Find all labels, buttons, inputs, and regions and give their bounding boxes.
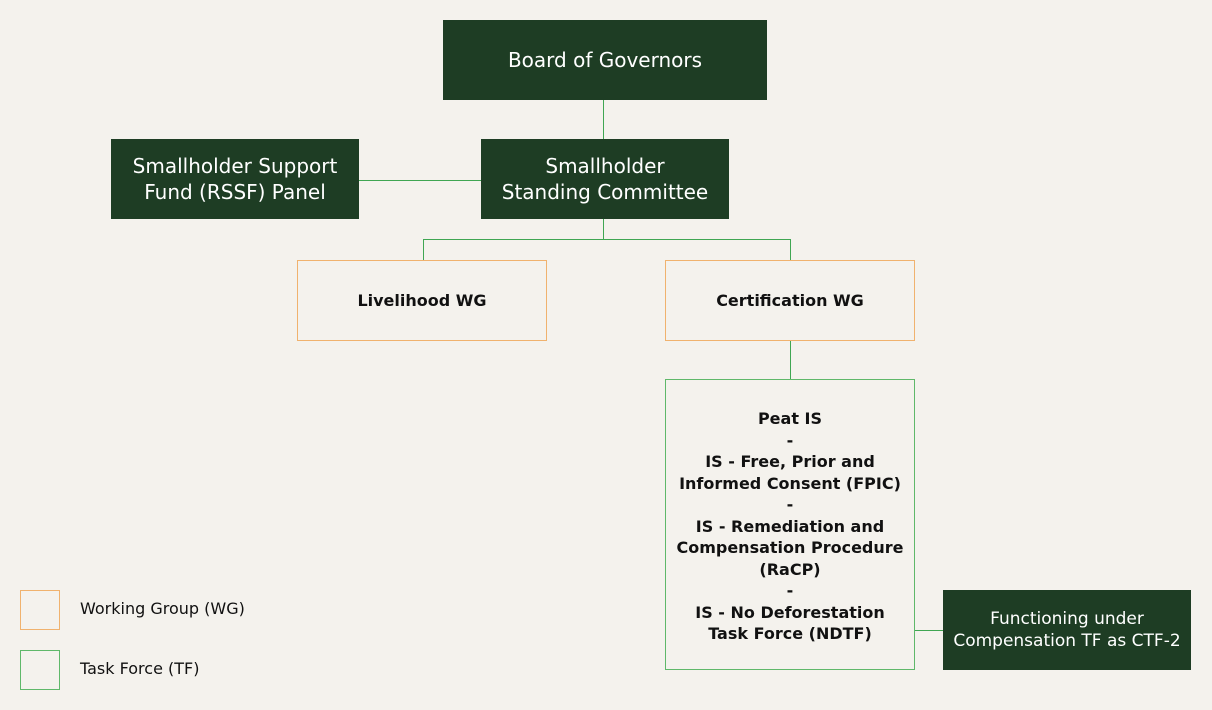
standing-committee-label-line1: Smallholder [545, 154, 665, 178]
board-of-governors-label: Board of Governors [507, 48, 703, 72]
task-force-line: IS - Free, Prior and [705, 452, 875, 472]
connector-wg-branch [423, 239, 791, 240]
task-force-separator: - [786, 430, 794, 450]
task-force-line: IS - Remediation and [695, 516, 885, 536]
task-force-line: Peat IS [757, 409, 823, 429]
certification-wg-box: Certification WG [665, 260, 915, 341]
task-force-separator: - [786, 495, 794, 515]
task-force-separator: - [786, 581, 794, 601]
legend-wg-label: Working Group (WG) [80, 599, 245, 618]
legend-tf-swatch [20, 650, 60, 690]
task-force-line: Compensation Procedure [676, 538, 904, 558]
connector-branch-livelihood [423, 239, 424, 260]
task-force-line: Task Force (NDTF) [708, 624, 872, 644]
connector-branch-certification [790, 239, 791, 260]
board-of-governors-box: Board of Governors [443, 20, 767, 100]
rssf-panel-label-line1: Smallholder Support [132, 154, 338, 178]
ctf-note-box: Functioning under Compensation TF as CTF… [943, 590, 1191, 670]
connector-rssf-committee [359, 180, 481, 181]
legend-wg-swatch [20, 590, 60, 630]
standing-committee-label-line2: Standing Committee [501, 180, 709, 204]
rssf-panel-box: Smallholder Support Fund (RSSF) Panel [111, 139, 359, 219]
connector-board-committee [603, 100, 604, 140]
standing-committee-box: Smallholder Standing Committee [481, 139, 729, 219]
livelihood-wg-label: Livelihood WG [357, 291, 487, 310]
task-force-line: Informed Consent (FPIC) [679, 473, 901, 493]
task-force-line: IS - No Deforestation [695, 602, 885, 622]
certification-wg-label: Certification WG [716, 291, 864, 310]
task-force-box: Peat IS - IS - Free, Prior and Informed … [665, 379, 915, 670]
connector-taskforce-ctf [914, 630, 944, 631]
task-force-line: (RaCP) [759, 559, 821, 579]
connector-certification-taskforce [790, 340, 791, 380]
rssf-panel-label-line2: Fund (RSSF) Panel [144, 180, 326, 204]
legend-tf-label: Task Force (TF) [80, 659, 200, 678]
connector-committee-down [603, 219, 604, 240]
livelihood-wg-box: Livelihood WG [297, 260, 547, 341]
ctf-note-line2: Compensation TF as CTF-2 [953, 631, 1181, 651]
ctf-note-line1: Functioning under [990, 609, 1144, 629]
